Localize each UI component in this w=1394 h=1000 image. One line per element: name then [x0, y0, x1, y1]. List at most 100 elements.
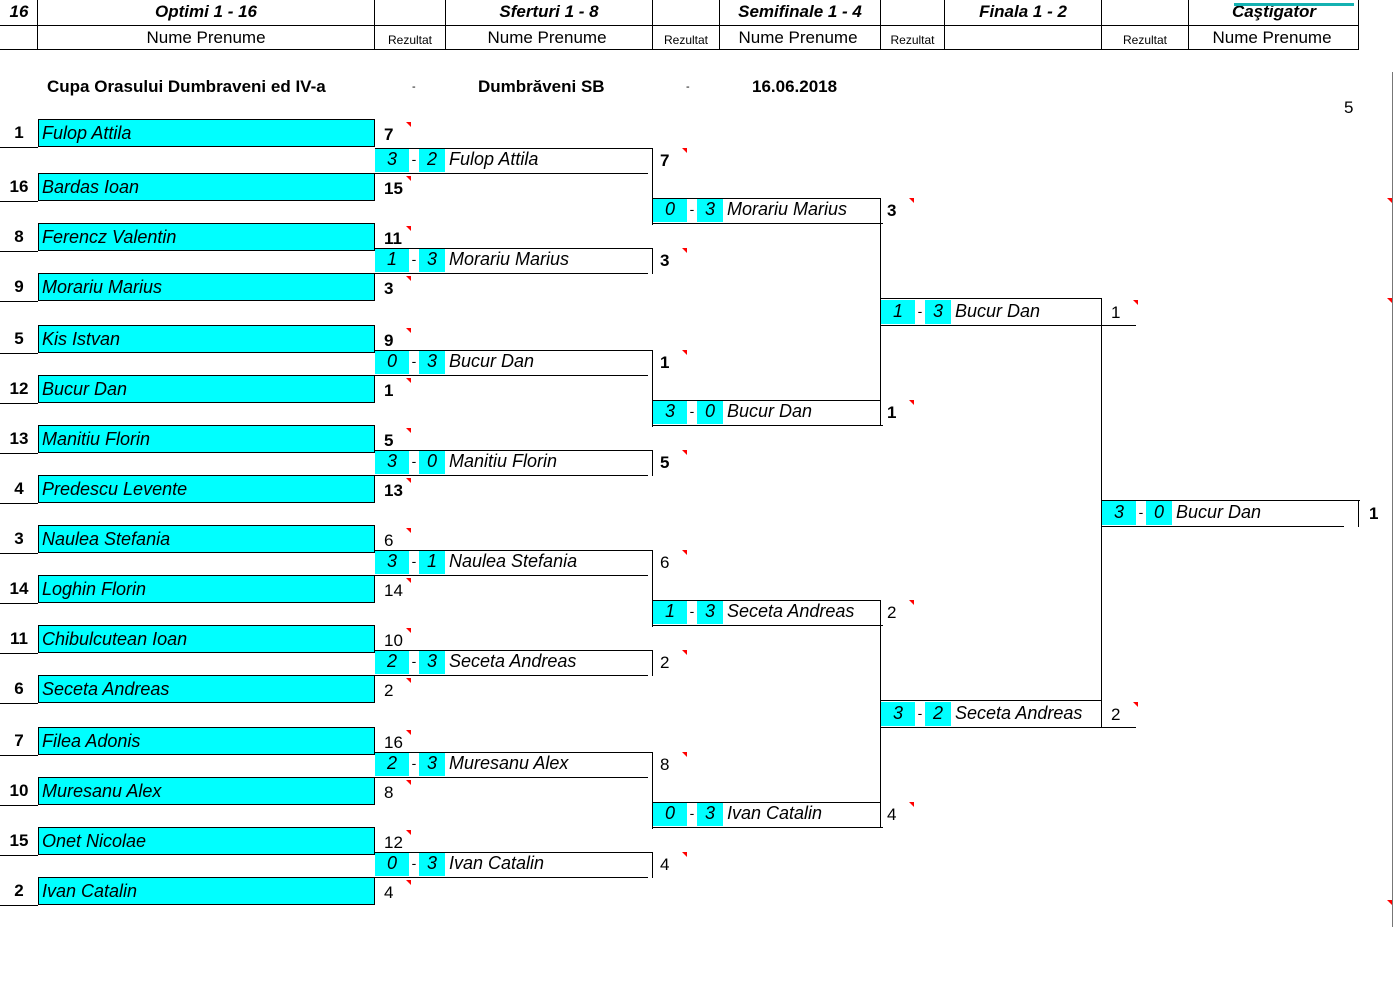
round1-player-name-10[interactable]: Chibulcutean Ioan — [38, 625, 375, 653]
sf-score-2-3[interactable]: 3 — [697, 802, 723, 826]
winner-score-2-0[interactable]: 0 — [1146, 501, 1172, 525]
qf-score-2-6[interactable]: 3 — [419, 752, 445, 776]
qf-score-2-7[interactable]: 3 — [419, 852, 445, 876]
round1-player-name-6[interactable]: Manitiu Florin — [38, 425, 375, 453]
round1-result-6[interactable]: 5 — [384, 431, 394, 450]
sf-score-1-1[interactable]: 3 — [653, 400, 687, 424]
qf-score-2-1[interactable]: 3 — [419, 248, 445, 272]
header-result-col-2: Rezultat — [663, 33, 709, 47]
final-score-2-0[interactable]: 3 — [925, 300, 951, 324]
seed-number-10: 11 — [10, 629, 28, 648]
round1-result-8[interactable]: 6 — [384, 531, 394, 550]
qf-player-name-3[interactable]: Manitiu Florin — [449, 451, 558, 471]
qf-score-2-3[interactable]: 0 — [419, 450, 445, 474]
qf-result-1[interactable]: 3 — [660, 251, 670, 270]
round1-result-3[interactable]: 3 — [384, 279, 394, 298]
round1-player-name-0[interactable]: Fulop Attila — [38, 119, 375, 147]
qf-score-1-6[interactable]: 2 — [375, 752, 409, 776]
round1-player-name-2[interactable]: Ferencz Valentin — [38, 223, 375, 251]
qf-score-2-4[interactable]: 1 — [419, 550, 445, 574]
final-result-0[interactable]: 1 — [1111, 303, 1121, 322]
round1-result-0[interactable]: 7 — [384, 125, 394, 144]
round1-player-name-4[interactable]: Kis Istvan — [38, 325, 375, 353]
round1-player-name-8[interactable]: Naulea Stefania — [38, 525, 375, 553]
qf-result-0[interactable]: 7 — [660, 151, 670, 170]
qf-result-2[interactable]: 1 — [660, 353, 670, 372]
qf-score-1-2[interactable]: 0 — [375, 350, 409, 374]
round1-player-name-9[interactable]: Loghin Florin — [38, 575, 375, 603]
seed-number-13: 10 — [9, 781, 29, 800]
winner-result[interactable]: 1 — [1369, 504, 1379, 523]
round1-result-10[interactable]: 10 — [384, 631, 403, 650]
round1-result-9[interactable]: 14 — [384, 581, 403, 600]
qf-player-name-2[interactable]: Bucur Dan — [449, 351, 535, 371]
round1-player-name-7[interactable]: Predescu Levente — [38, 475, 375, 503]
qf-result-6[interactable]: 8 — [660, 755, 670, 774]
sf-score-1-0[interactable]: 0 — [653, 198, 687, 222]
round1-result-4[interactable]: 9 — [384, 331, 394, 350]
final-player-name-0[interactable]: Bucur Dan — [955, 301, 1041, 321]
qf-score-sep-3: - — [411, 453, 417, 469]
qf-player-name-0[interactable]: Fulop Attila — [449, 149, 539, 169]
round1-result-11[interactable]: 2 — [384, 681, 394, 700]
qf-score-sep-6: - — [411, 755, 417, 771]
final-player-name-1[interactable]: Seceta Andreas — [955, 703, 1083, 723]
round1-result-1[interactable]: 15 — [384, 179, 403, 198]
sf-score-2-2[interactable]: 3 — [697, 600, 723, 624]
qf-score-1-3[interactable]: 3 — [375, 450, 409, 474]
round1-result-5[interactable]: 1 — [384, 381, 394, 400]
round1-player-name-11[interactable]: Seceta Andreas — [38, 675, 375, 703]
round1-player-name-15[interactable]: Ivan Catalin — [38, 877, 375, 905]
qf-result-7[interactable]: 4 — [660, 855, 670, 874]
final-score-1-0[interactable]: 1 — [881, 300, 915, 324]
sf-result-1[interactable]: 1 — [887, 403, 897, 422]
sf-player-name-2[interactable]: Seceta Andreas — [727, 601, 855, 621]
qf-player-name-7[interactable]: Ivan Catalin — [449, 853, 545, 873]
round1-result-2[interactable]: 11 — [384, 229, 402, 248]
round1-player-name-13[interactable]: Muresanu Alex — [38, 777, 375, 805]
header-count: 16 — [9, 2, 29, 21]
header-result-col-1: Rezultat — [387, 33, 433, 47]
round1-player-name-5[interactable]: Bucur Dan — [38, 375, 375, 403]
qf-score-1-5[interactable]: 2 — [375, 650, 409, 674]
sf-score-2-0[interactable]: 3 — [697, 198, 723, 222]
sf-player-name-3[interactable]: Ivan Catalin — [727, 803, 823, 823]
round1-player-name-3[interactable]: Morariu Marius — [38, 273, 375, 301]
qf-player-name-6[interactable]: Muresanu Alex — [449, 753, 569, 773]
sf-score-2-1[interactable]: 0 — [697, 400, 723, 424]
round1-result-7[interactable]: 13 — [384, 481, 403, 500]
qf-result-5[interactable]: 2 — [660, 653, 670, 672]
qf-score-2-0[interactable]: 2 — [419, 148, 445, 172]
sf-score-1-2[interactable]: 1 — [653, 600, 687, 624]
round1-result-15[interactable]: 4 — [384, 883, 394, 902]
qf-score-1-1[interactable]: 1 — [375, 248, 409, 272]
final-score-1-1[interactable]: 3 — [881, 702, 915, 726]
round1-result-12[interactable]: 16 — [384, 733, 403, 752]
seed-number-12: 7 — [14, 731, 24, 750]
final-result-1[interactable]: 2 — [1111, 705, 1121, 724]
qf-score-2-2[interactable]: 3 — [419, 350, 445, 374]
sf-result-2[interactable]: 2 — [887, 603, 897, 622]
winner-player-name-0[interactable]: Bucur Dan — [1176, 502, 1262, 522]
sf-player-name-0[interactable]: Morariu Marius — [727, 199, 848, 219]
qf-player-name-4[interactable]: Naulea Stefania — [449, 551, 578, 571]
qf-player-name-5[interactable]: Seceta Andreas — [449, 651, 577, 671]
qf-result-4[interactable]: 6 — [660, 553, 670, 572]
sf-score-1-3[interactable]: 0 — [653, 802, 687, 826]
qf-result-3[interactable]: 5 — [660, 453, 670, 472]
qf-player-name-1[interactable]: Morariu Marius — [449, 249, 570, 269]
qf-score-1-7[interactable]: 0 — [375, 852, 409, 876]
round1-result-14[interactable]: 12 — [384, 833, 403, 852]
qf-score-1-4[interactable]: 3 — [375, 550, 409, 574]
round1-player-name-14[interactable]: Onet Nicolae — [38, 827, 375, 855]
qf-score-1-0[interactable]: 3 — [375, 148, 409, 172]
sf-player-name-1[interactable]: Bucur Dan — [727, 401, 813, 421]
qf-score-2-5[interactable]: 3 — [419, 650, 445, 674]
winner-score-1-0[interactable]: 3 — [1102, 501, 1136, 525]
sf-result-3[interactable]: 4 — [887, 805, 897, 824]
round1-player-name-12[interactable]: Filea Adonis — [38, 727, 375, 755]
round1-result-13[interactable]: 8 — [384, 783, 394, 802]
round1-player-name-1[interactable]: Bardas Ioan — [38, 173, 375, 201]
final-score-2-1[interactable]: 2 — [925, 702, 951, 726]
sf-result-0[interactable]: 3 — [887, 201, 897, 220]
